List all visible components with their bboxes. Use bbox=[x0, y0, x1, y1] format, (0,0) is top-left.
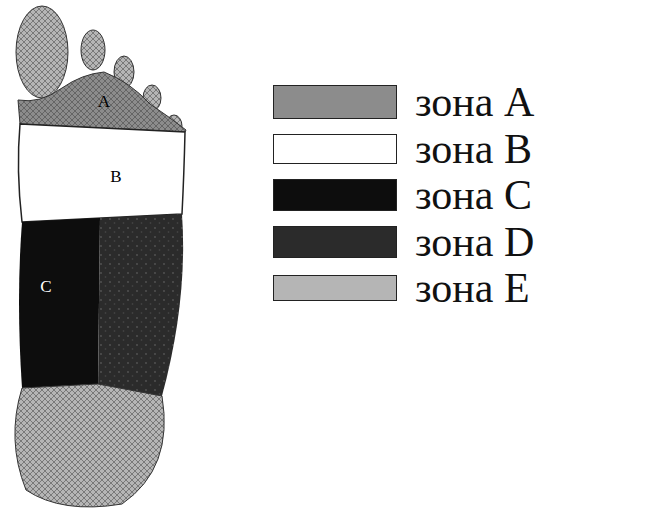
zone-b-region bbox=[18, 124, 185, 222]
zone-letter: B bbox=[110, 168, 121, 185]
legend-swatch bbox=[273, 179, 397, 211]
zone-letter: A bbox=[98, 93, 110, 110]
legend-swatch bbox=[273, 85, 397, 119]
big-toe bbox=[16, 6, 68, 98]
legend-row: зона C bbox=[273, 173, 532, 217]
zone-a-region bbox=[18, 72, 186, 132]
legend-row: зона D bbox=[273, 220, 534, 264]
legend-text: зона E bbox=[415, 267, 530, 309]
zone-e-heel bbox=[15, 384, 164, 507]
toe bbox=[81, 30, 105, 70]
legend-text: зона A bbox=[415, 81, 534, 123]
zone-letter: C bbox=[40, 278, 51, 295]
zone-c-region bbox=[19, 218, 100, 388]
legend-text: зона C bbox=[415, 174, 532, 216]
legend-swatch bbox=[273, 226, 397, 258]
zone-d-region bbox=[98, 214, 183, 396]
legend-text: зона B bbox=[415, 128, 532, 170]
legend-text: зона D bbox=[415, 221, 534, 263]
legend-row: зона A bbox=[273, 80, 534, 124]
legend-row: зона E bbox=[273, 266, 530, 310]
legend-swatch bbox=[273, 275, 397, 301]
legend-row: зона B bbox=[273, 127, 532, 171]
legend-swatch bbox=[273, 134, 397, 164]
